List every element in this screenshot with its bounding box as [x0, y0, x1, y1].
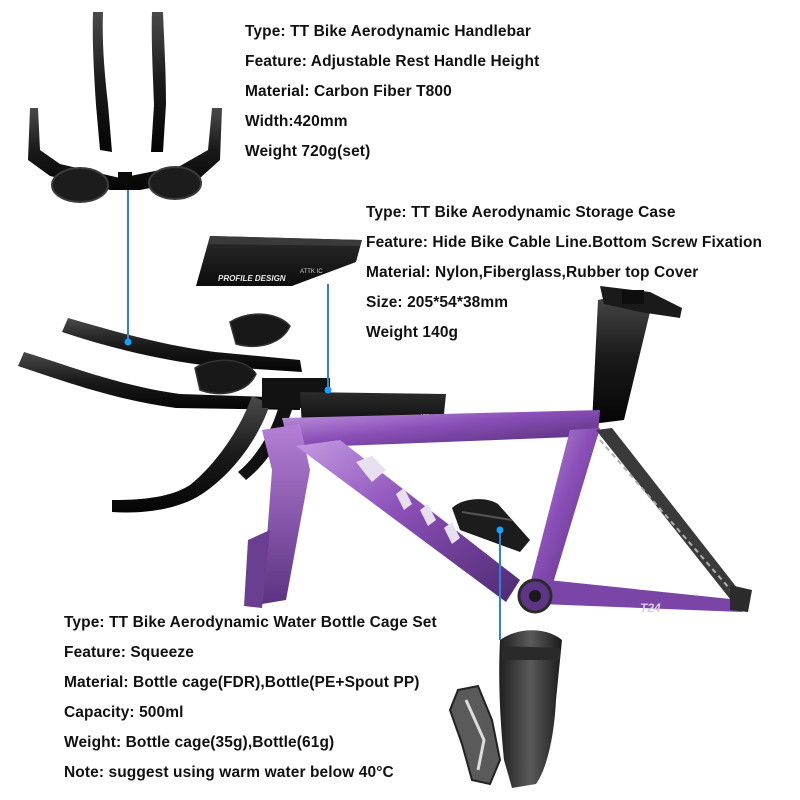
bottle-spec-type: Type: TT Bike Aerodynamic Water Bottle C… — [64, 614, 437, 631]
handlebar-spec-weight: Weight 720g(set) — [245, 143, 371, 160]
bottle-spec-feature: Feature: Squeeze — [64, 644, 194, 661]
bottle-callout-dot — [496, 526, 504, 534]
svg-text:T24: T24 — [640, 601, 661, 615]
callout-lines — [124, 190, 504, 640]
tt-bike-frame-image: T24 — [244, 286, 752, 615]
bottle-spec-capacity: Capacity: 500ml — [64, 704, 184, 721]
water-bottle-cage-set-image — [448, 630, 562, 788]
storage-spec-size: Size: 205*54*38mm — [366, 294, 509, 311]
storage-spec-weight: Weight 140g — [366, 324, 459, 341]
storage-case-image: PROFILE DESIGN ATTK IC — [196, 236, 362, 286]
storage-spec-type: Type: TT Bike Aerodynamic Storage Case — [366, 204, 676, 221]
storage-spec-material: Material: Nylon,Fiberglass,Rubber top Co… — [366, 264, 699, 281]
aero-handlebar-image — [28, 12, 222, 203]
bottle-spec-note: Note: suggest using warm water below 40°… — [64, 764, 394, 781]
storage-spec-feature: Feature: Hide Bike Cable Line.Bottom Scr… — [366, 234, 763, 251]
storage-callout-dot — [324, 386, 332, 394]
handlebar-spec-width: Width:420mm — [245, 113, 348, 130]
case-model-label: ATTK IC — [300, 269, 323, 275]
handlebar-spec-block: Type: TT Bike Aerodynamic Handlebar Feat… — [245, 17, 539, 167]
handlebar-callout-dot — [124, 338, 132, 346]
mounted-water-bottle-image — [452, 499, 530, 552]
handlebar-spec-type: Type: TT Bike Aerodynamic Handlebar — [245, 23, 532, 40]
handlebar-spec-feature: Feature: Adjustable Rest Handle Height — [245, 53, 540, 70]
bottle-cage-spec-block: Type: TT Bike Aerodynamic Water Bottle C… — [64, 608, 437, 788]
case-brand-label: PROFILE DESIGN — [218, 274, 286, 283]
handlebar-spec-material: Material: Carbon Fiber T800 — [245, 83, 452, 100]
storage-case-spec-block: Type: TT Bike Aerodynamic Storage Case F… — [366, 198, 762, 348]
bottle-spec-material: Material: Bottle cage(FDR),Bottle(PE+Spo… — [64, 674, 420, 691]
bottle-spec-weight: Weight: Bottle cage(35g),Bottle(61g) — [64, 734, 335, 751]
